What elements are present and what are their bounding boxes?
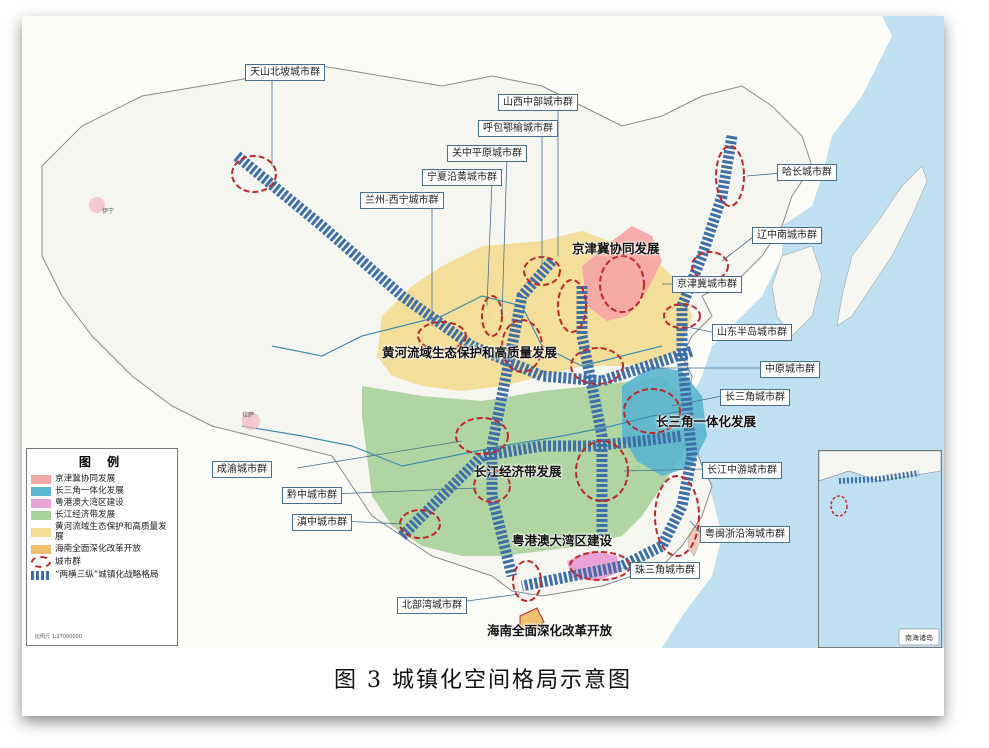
changjiang-region	[362, 376, 692, 556]
label-ningxia: 宁夏沿黄城市群	[422, 169, 502, 186]
label-tianshan: 天山北坡城市群	[245, 64, 325, 81]
ring-haerbin	[715, 145, 745, 207]
label-zhusanjiao: 珠三角城市群	[630, 562, 700, 579]
region-hainan: 海南全面深化改革开放	[487, 623, 613, 638]
place-yining: 伊宁	[102, 208, 115, 215]
region-yuegangao: 粤港澳大湾区建设	[512, 533, 613, 548]
ring-jingjinji	[599, 255, 645, 313]
legend-swatch	[31, 486, 51, 496]
label-lanxi: 兰州-西宁城市群	[360, 192, 444, 209]
ring-shandong	[663, 303, 701, 329]
legend-item: “两横三纵”城镇化战略格局	[31, 570, 173, 580]
region-jingjinji: 京津冀协同发展	[572, 241, 660, 256]
legend-label: 长三角一体化发展	[55, 486, 124, 496]
inset-corridor	[838, 470, 920, 484]
legend-label: 城市群	[55, 557, 81, 567]
japan-land	[836, 165, 928, 327]
label-qianzhong: 黔中城市群	[282, 487, 342, 504]
yangtze-river	[241, 410, 683, 467]
ring-zhongyuan	[570, 347, 624, 385]
legend-swatch	[31, 556, 51, 568]
inset-title: 南海诸岛	[905, 634, 933, 642]
ring-liaozhongnan	[691, 251, 729, 281]
legend-item: 长三角一体化发展	[31, 486, 173, 496]
corridor-coastal	[520, 135, 738, 592]
corridor-changjiang	[398, 430, 683, 540]
label-chengyu: 成渝城市群	[212, 461, 272, 478]
corridor-lines	[233, 135, 738, 592]
legend-item: 京津冀协同发展	[31, 474, 173, 484]
legend: 图 例 京津冀协同发展 长三角一体化发展 粤港澳大湾区建设 长江经济带发展 黄河…	[26, 448, 178, 646]
label-changjiang-zhongyou: 长江中游城市群	[702, 462, 782, 479]
ring-guanzhong	[501, 319, 543, 373]
legend-label: 粤港澳大湾区建设	[55, 498, 124, 508]
legend-swatch	[31, 498, 51, 508]
label-hubao: 呼包鄂榆城市群	[478, 120, 558, 137]
scale-label: 比例尺 1:27000000	[35, 634, 82, 640]
legend-swatch	[31, 527, 51, 537]
label-yuemin: 粤闽浙沿海城市群	[700, 526, 790, 543]
ring-lanxi	[417, 321, 467, 351]
ring-shanxi	[557, 279, 587, 333]
label-haerbin: 哈长城市群	[777, 164, 837, 181]
label-shandong: 山东半岛城市群	[712, 324, 792, 341]
label-shanxi: 山西中部城市群	[498, 94, 578, 111]
legend-swatch	[31, 544, 51, 554]
legend-label: 黄河流域生态保护和高质量发展	[55, 522, 167, 542]
region-huanghe: 黄河流域生态保护和高质量发展	[382, 345, 558, 360]
yellow-river	[271, 295, 663, 367]
inset-svg	[819, 451, 941, 646]
ring-qianzhong	[473, 469, 511, 503]
cluster-rings	[231, 145, 745, 602]
region-changjiang: 长江经济带发展	[474, 464, 562, 479]
figure-frame: 天山北坡城市群 山西中部城市群 呼包鄂榆城市群 关中平原城市群 宁夏沿黄城市群 …	[22, 16, 944, 716]
label-zhongyuan: 中原城市群	[760, 361, 820, 378]
legend-label: 京津冀协同发展	[55, 474, 116, 484]
figure-caption: 图 3 城镇化空间格局示意图	[334, 668, 632, 693]
legend-item: 黄河流域生态保护和高质量发展	[31, 522, 173, 542]
legend-item: 海南全面深化改革开放	[31, 544, 173, 554]
inset-ring	[830, 495, 848, 517]
ring-dianzhong	[399, 509, 441, 539]
label-changsanjiao-cluster: 长三角城市群	[720, 389, 790, 406]
legend-label: 海南全面深化改革开放	[55, 544, 141, 554]
inset-title-box	[898, 628, 940, 646]
legend-label: 长江经济带发展	[55, 510, 116, 520]
legend-item: 粤港澳大湾区建设	[31, 498, 173, 508]
ring-tianshan	[231, 155, 277, 193]
map-panel: 天山北坡城市群 山西中部城市群 呼包鄂榆城市群 关中平原城市群 宁夏沿黄城市群 …	[22, 16, 944, 648]
ring-changsanjiao	[623, 388, 681, 434]
korea-land	[771, 245, 823, 337]
label-beibuwan: 北部湾城市群	[397, 597, 467, 614]
region-changsanjiao: 长三角一体化发展	[656, 414, 757, 429]
legend-swatch	[31, 474, 51, 484]
label-dianzhong: 滇中城市群	[292, 514, 352, 531]
label-guanzhong: 关中平原城市群	[447, 145, 527, 162]
legend-item: 城市群	[31, 556, 173, 568]
legend-title: 图 例	[78, 455, 126, 469]
label-jingjinji-cluster: 京津冀城市群	[672, 276, 742, 293]
yining-dot	[89, 197, 105, 213]
ring-beibuwan	[512, 560, 542, 602]
ring-yuemin	[654, 475, 700, 557]
lasa-dot	[242, 412, 260, 430]
legend-swatch	[31, 510, 51, 520]
legend-label: “两横三纵”城镇化战略格局	[55, 570, 159, 580]
south-sea-inset: 南海诸岛	[818, 450, 942, 648]
place-lasa: 拉萨	[242, 412, 255, 419]
label-liaozhongnan: 辽中南城市群	[752, 227, 822, 244]
ring-chengyu	[455, 417, 509, 455]
legend-swatch	[31, 570, 51, 580]
hainan-island	[519, 607, 545, 633]
legend-item: 长江经济带发展	[31, 510, 173, 520]
corridor-north-south-central	[576, 286, 608, 536]
